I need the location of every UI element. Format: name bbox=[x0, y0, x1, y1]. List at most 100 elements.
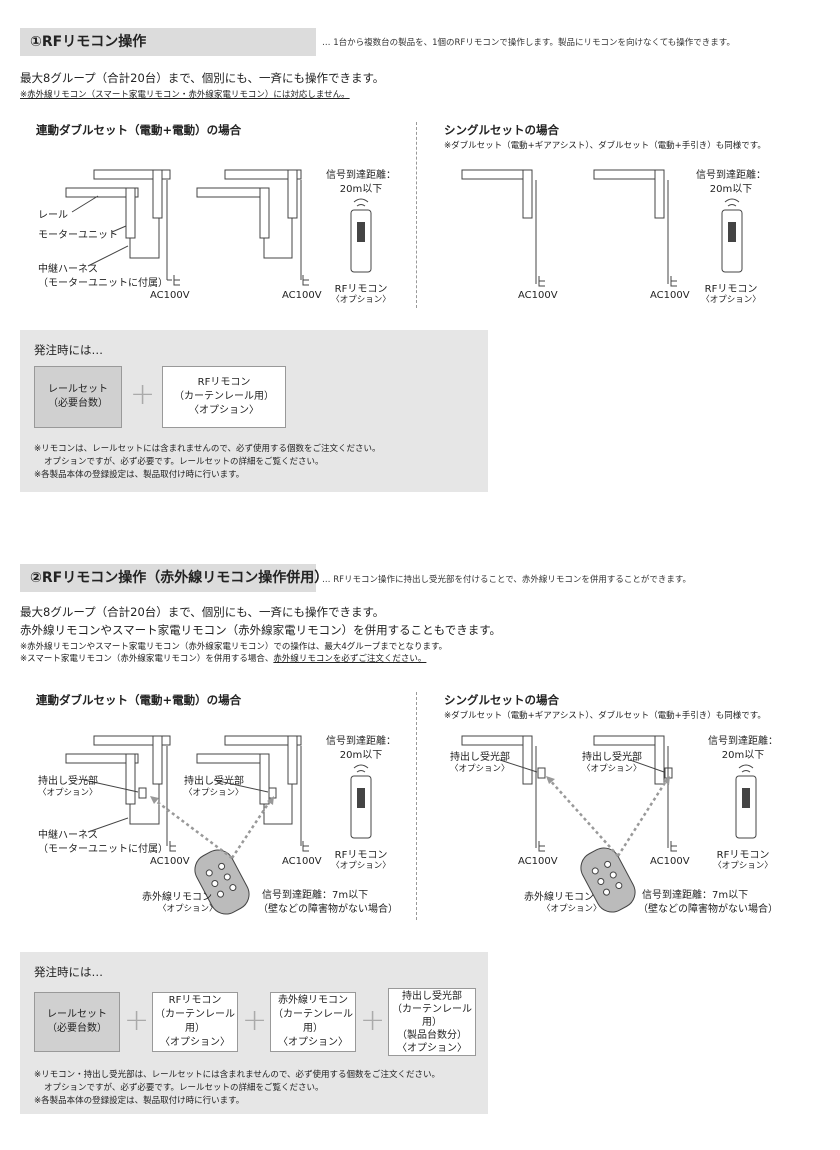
s1-single-signal-distance: 20m以下 bbox=[709, 184, 753, 195]
tile-line: 赤外線リモコン bbox=[278, 995, 348, 1006]
section1-title: ①RFリモコン操作 bbox=[20, 28, 316, 56]
s1-signal-distance: 20m以下 bbox=[339, 184, 383, 195]
section2-lead1: 最大8グループ（合計20台）まで、個別にも、一斉にも操作できます。 bbox=[20, 605, 385, 619]
label-motor-unit: モーターユニット bbox=[38, 230, 118, 241]
rail-back bbox=[224, 735, 302, 746]
plus-sign: + bbox=[124, 1003, 150, 1038]
s2-signal-distance: 20m以下 bbox=[339, 750, 383, 761]
rail-front bbox=[65, 187, 139, 198]
s2-ir-signal-note: （壁などの障害物がない場合） bbox=[258, 904, 398, 915]
s1-order-note2: オプションですが、必ず必要です。レールセットの詳細をご覧ください。 bbox=[44, 457, 324, 467]
s1-double-heading: 連動ダブルセット（電動+電動）の場合 bbox=[36, 123, 242, 137]
s1-rf-remote-label: RFリモコン bbox=[334, 284, 388, 295]
s1-tile-rf-remote: RFリモコン （カーテンレール用） 〈オプション〉 bbox=[162, 366, 286, 428]
s1-single-ac-b: AC100V bbox=[650, 290, 690, 301]
section1-caution: ※赤外線リモコン（スマート家電リモコン・赤外線家電リモコン）には対応しません。 bbox=[20, 90, 350, 100]
s2-order-box: 発注時には… レールセット （必要台数） + RFリモコン （カーテンレール用）… bbox=[20, 952, 488, 1114]
tile-line: （必要台数） bbox=[48, 398, 108, 409]
s1-single-rf-remote-label: RFリモコン bbox=[704, 284, 758, 295]
tile-line: RFリモコン bbox=[168, 995, 222, 1006]
s2-single-ac-a: AC100V bbox=[518, 856, 558, 867]
s2-tile-rail-set: レールセット （必要台数） bbox=[34, 992, 120, 1052]
s1-order-note1: ※リモコンは、レールセットには含まれませんので、必ず使用する個数をご注文ください… bbox=[34, 444, 381, 454]
s2-ir-remote-option: 〈オプション〉 bbox=[158, 904, 218, 914]
tile-line: 〈オプション〉 bbox=[189, 405, 259, 416]
s1-single-sub: ※ダブルセット（電動+ギアアシスト）、ダブルセット（電動+手引き）も同様です。 bbox=[444, 141, 766, 151]
s1-ac-b: AC100V bbox=[282, 290, 322, 301]
tile-line: （カーテンレール用） bbox=[392, 1003, 472, 1028]
tile-line: （必要台数） bbox=[47, 1023, 107, 1034]
s2-order-note2: オプションですが、必ず必要です。レールセットの詳細をご覧ください。 bbox=[44, 1083, 324, 1093]
label-harness: 中継ハーネス bbox=[38, 264, 98, 275]
s2-single-rf-remote-option: 〈オプション〉 bbox=[713, 861, 773, 871]
section1-note: … 1台から複数台の製品を、1個のRFリモコンで操作します。製品にリモコンを向け… bbox=[322, 38, 735, 48]
remote-buttons bbox=[742, 788, 750, 808]
s2-ac-a: AC100V bbox=[150, 856, 190, 867]
s2-ir-remote-label: 赤外線リモコン bbox=[142, 892, 212, 903]
s2-single-sensor-b: 持出し受光部 bbox=[582, 752, 642, 763]
s1-ac-a: AC100V bbox=[150, 290, 190, 301]
s2-sensor-b: 持出し受光部 bbox=[184, 776, 244, 787]
s2-sensor-a-option: 〈オプション〉 bbox=[38, 788, 98, 798]
label-harness-sub: （モーターユニットに付属） bbox=[38, 278, 168, 289]
rail-front bbox=[65, 753, 139, 764]
sensor-icon bbox=[537, 767, 546, 779]
motor-single bbox=[654, 169, 665, 219]
s1-order-heading: 発注時には… bbox=[34, 343, 103, 357]
caution-text: ※スマート家電リモコン（赤外線家電リモコン）を併用する場合、 bbox=[20, 654, 274, 664]
s2-sensor-a: 持出し受光部 bbox=[38, 776, 98, 787]
remote-buttons bbox=[357, 788, 365, 808]
s1-divider bbox=[416, 122, 417, 308]
s2-single-ir-remote-label: 赤外線リモコン bbox=[524, 892, 594, 903]
s2-single-sensor-a-option: 〈オプション〉 bbox=[450, 764, 510, 774]
s2-single-sensor-a: 持出し受光部 bbox=[450, 752, 510, 763]
section1-lead: 最大8グループ（合計20台）まで、個別にも、一斉にも操作できます。 bbox=[20, 71, 385, 85]
rail-back bbox=[224, 169, 302, 180]
s2-single-ac-b: AC100V bbox=[650, 856, 690, 867]
s2-single-heading: シングルセットの場合 bbox=[444, 693, 559, 707]
s2-single-sub: ※ダブルセット（電動+ギアアシスト）、ダブルセット（電動+手引き）も同様です。 bbox=[444, 711, 766, 721]
tile-line: （製品台数分） bbox=[397, 1029, 467, 1041]
ir-remote-icon bbox=[194, 849, 250, 915]
sensor-icon bbox=[268, 787, 277, 799]
s1-rf-remote-option: 〈オプション〉 bbox=[331, 295, 391, 305]
tile-line: 〈オプション〉 bbox=[397, 1042, 467, 1054]
tile-line: RFリモコン bbox=[197, 377, 251, 388]
motor-back bbox=[152, 735, 163, 785]
tile-line: （カーテンレール用） bbox=[155, 1009, 235, 1034]
tile-line: 〈オプション〉 bbox=[278, 1037, 348, 1048]
tile-line: （カーテンレール用） bbox=[273, 1009, 353, 1034]
rail-back bbox=[93, 735, 171, 746]
s2-order-note3: ※各製品本体の登録設定は、製品取付け時に行います。 bbox=[34, 1096, 245, 1106]
ir-remote-icon bbox=[580, 847, 636, 913]
plus-sign: + bbox=[360, 1003, 386, 1038]
s2-single-sensor-b-option: 〈オプション〉 bbox=[582, 764, 642, 774]
tile-line: 持出し受光部 bbox=[402, 990, 462, 1002]
rail-back bbox=[93, 169, 171, 180]
s2-rf-remote-option: 〈オプション〉 bbox=[331, 861, 391, 871]
s1-single-heading: シングルセットの場合 bbox=[444, 123, 559, 137]
s2-tile-rf-remote: RFリモコン （カーテンレール用） 〈オプション〉 bbox=[152, 992, 238, 1052]
tile-line: 〈オプション〉 bbox=[160, 1037, 230, 1048]
motor-single bbox=[522, 735, 533, 785]
s2-signal: 信号到達距離： bbox=[326, 736, 396, 747]
plus-sign: + bbox=[242, 1003, 268, 1038]
label-rail: レール bbox=[38, 210, 68, 221]
s1-order-note3: ※各製品本体の登録設定は、製品取付け時に行います。 bbox=[34, 470, 245, 480]
s2-sensor-b-option: 〈オプション〉 bbox=[184, 788, 244, 798]
s2-single-ir-remote-option: 〈オプション〉 bbox=[542, 904, 602, 914]
motor-single bbox=[522, 169, 533, 219]
section2-title: ②RFリモコン操作（赤外線リモコン操作併用） bbox=[20, 564, 328, 592]
s2-label-harness-sub: （モーターユニットに付属） bbox=[38, 844, 168, 855]
s2-divider bbox=[416, 692, 417, 920]
remote-buttons bbox=[728, 222, 736, 242]
s2-single-ir-signal-note: （壁などの障害物がない場合） bbox=[638, 904, 778, 915]
sensor-icon bbox=[138, 787, 147, 799]
s2-order-heading: 発注時には… bbox=[34, 965, 103, 979]
s2-tile-sensor: 持出し受光部 （カーテンレール用） （製品台数分） 〈オプション〉 bbox=[388, 988, 476, 1056]
rail-front bbox=[196, 753, 270, 764]
tile-line: レールセット bbox=[48, 384, 108, 395]
remote-buttons bbox=[357, 222, 365, 242]
